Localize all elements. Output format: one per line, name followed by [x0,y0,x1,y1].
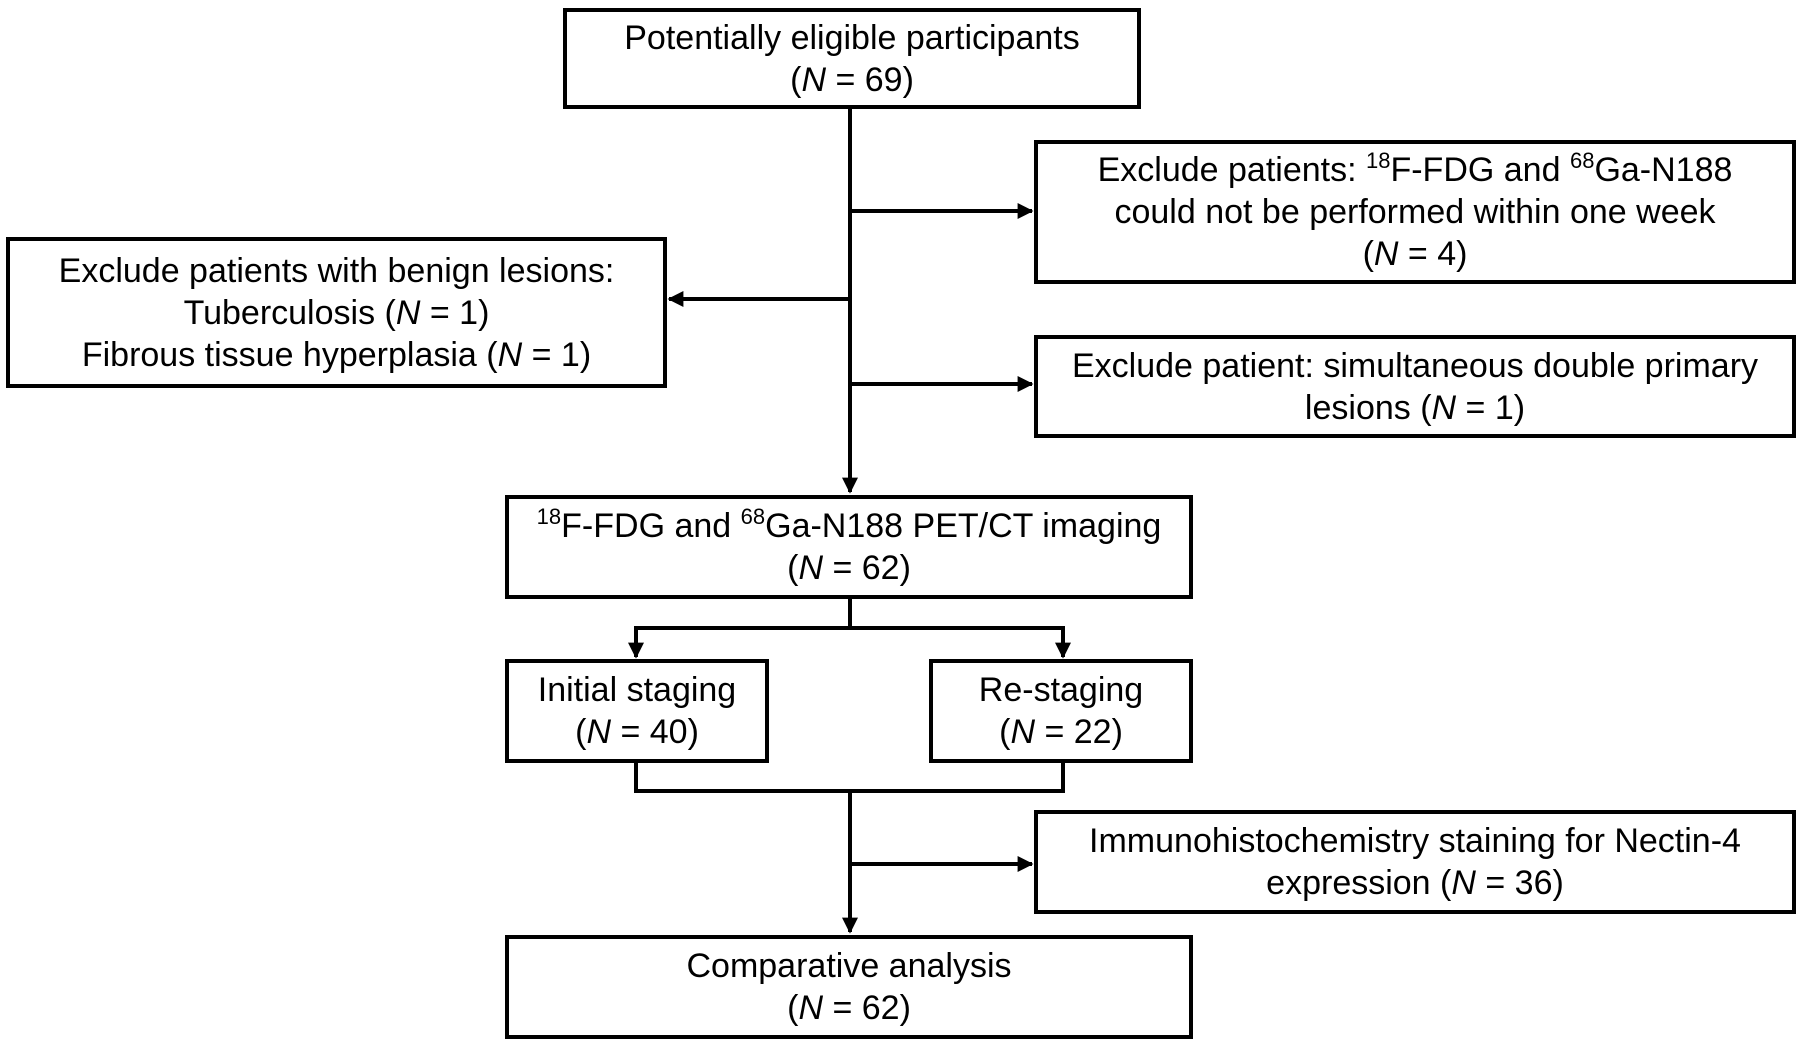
exclude-double-line1: Exclude patient: simultaneous double pri… [1071,346,1759,385]
comparative-count: (N = 62) [787,989,911,1027]
exclude-double-count: lesions (N = 1) [1304,388,1526,427]
box-immunohistochemistry: Immunohistochemistry staining for Nectin… [1034,810,1796,914]
box-initial-staging: Initial staging (N = 40) [505,659,769,763]
box-comparative-analysis: Comparative analysis (N = 62) [505,935,1193,1039]
box-exclude-one-week: Exclude patients: 18F-FDG and 68Ga-N188 … [1034,140,1796,284]
restaging-count: (N = 22) [999,713,1123,751]
box-pet-ct-imaging: 18F-FDG and 68Ga-N188 PET/CT imaging (N … [505,495,1193,599]
initial-staging-title: Initial staging [537,671,737,709]
exclude-benign-title: Exclude patients with benign lesions: [58,251,615,290]
imaging-title: 18F-FDG and 68Ga-N188 PET/CT imaging [536,504,1162,546]
initial-staging-count: (N = 40) [575,713,699,751]
box-restaging: Re-staging (N = 22) [929,659,1193,763]
exclude-benign-fibrous: Fibrous tissue hyperplasia (N = 1) [81,335,592,374]
imaging-count: (N = 62) [787,549,911,587]
box-potentially-eligible: Potentially eligible participants (N = 6… [563,8,1141,109]
exclude-week-count: (N = 4) [1362,235,1468,273]
eligible-title: Potentially eligible participants [624,18,1080,57]
comparative-title: Comparative analysis [686,947,1012,985]
box-exclude-benign: Exclude patients with benign lesions: Tu… [6,237,667,388]
exclude-benign-tuberculosis: Tuberculosis (N = 1) [183,293,490,332]
exclude-week-line2: could not be performed within one week [1114,193,1716,231]
exclude-week-line1: Exclude patients: 18F-FDG and 68Ga-N188 [1097,148,1733,190]
ihc-count: expression (N = 36) [1266,864,1564,902]
eligible-count: (N = 69) [790,60,914,99]
ihc-line1: Immunohistochemistry staining for Nectin… [1089,822,1741,860]
box-exclude-double-primary: Exclude patient: simultaneous double pri… [1034,335,1796,438]
restaging-title: Re-staging [978,671,1144,709]
